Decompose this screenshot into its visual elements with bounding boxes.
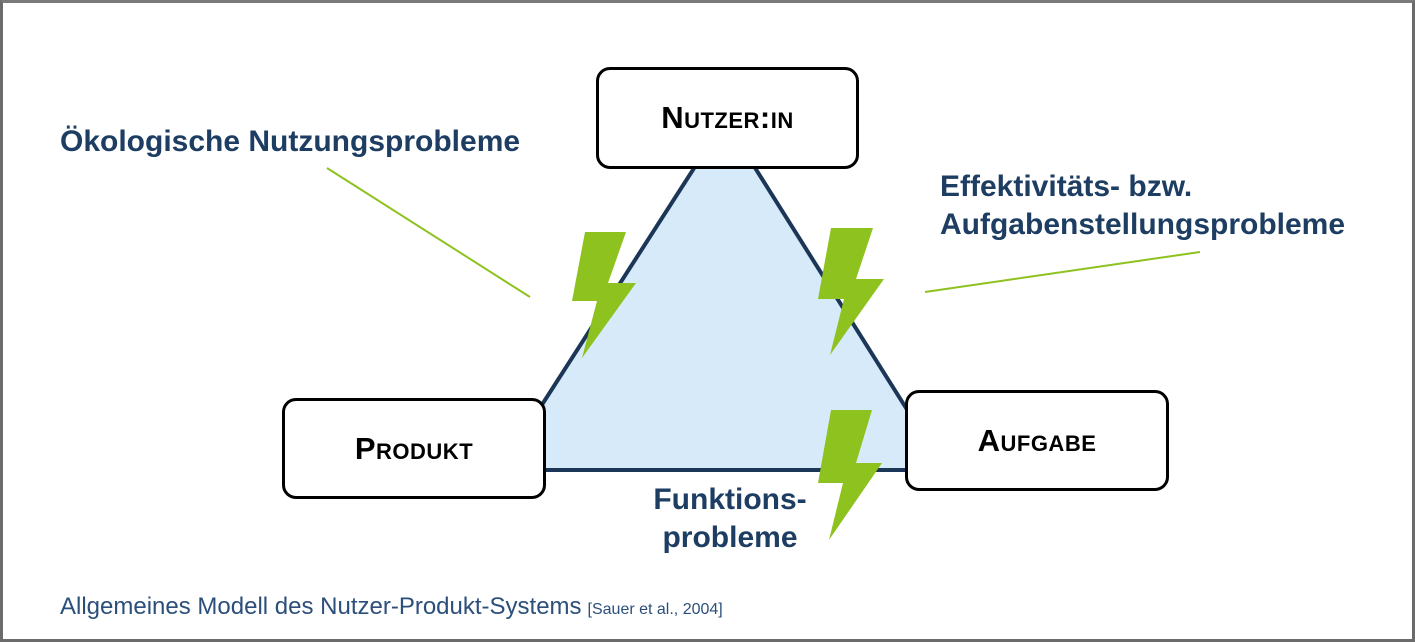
figure-caption: Allgemeines Modell des Nutzer-Produkt-Sy… xyxy=(60,593,723,621)
lightning-bolt-icon xyxy=(818,228,884,355)
leader-line-ecological xyxy=(326,167,531,298)
node-user-label: Nutzer:in xyxy=(661,100,794,135)
label-ecological-text: Ökologische Nutzungsprobleme xyxy=(60,125,521,158)
lightning-bolt-icon xyxy=(572,232,636,358)
label-function-line1: Funktions- xyxy=(653,483,807,516)
lightning-bolt-icon xyxy=(818,410,882,540)
label-effectiveness-problems: Effektivitäts- bzw. Aufgabenstellungspro… xyxy=(940,168,1345,244)
node-task-label: Aufgabe xyxy=(977,422,1097,458)
leader-line-effectiveness xyxy=(924,251,1201,293)
model-triangle xyxy=(496,116,949,472)
caption-citation: [Sauer et al., 2004] xyxy=(587,601,723,618)
caption-title: Allgemeines Modell des Nutzer-Produkt-Sy… xyxy=(60,593,582,620)
label-effectiveness-line1: Effektivitäts- bzw. xyxy=(940,170,1193,203)
node-user: Nutzer:in xyxy=(596,67,859,169)
node-task: Aufgabe xyxy=(905,390,1169,491)
node-product-label: Produkt xyxy=(354,430,474,466)
label-effectiveness-line2: Aufgabenstellungsprobleme xyxy=(940,208,1346,241)
node-product: Produkt xyxy=(282,398,546,499)
label-function-line2: probleme xyxy=(662,521,798,554)
label-function-problems: Funktions- probleme xyxy=(645,481,815,557)
label-ecological-problems: Ökologische Nutzungsprobleme xyxy=(60,123,520,161)
